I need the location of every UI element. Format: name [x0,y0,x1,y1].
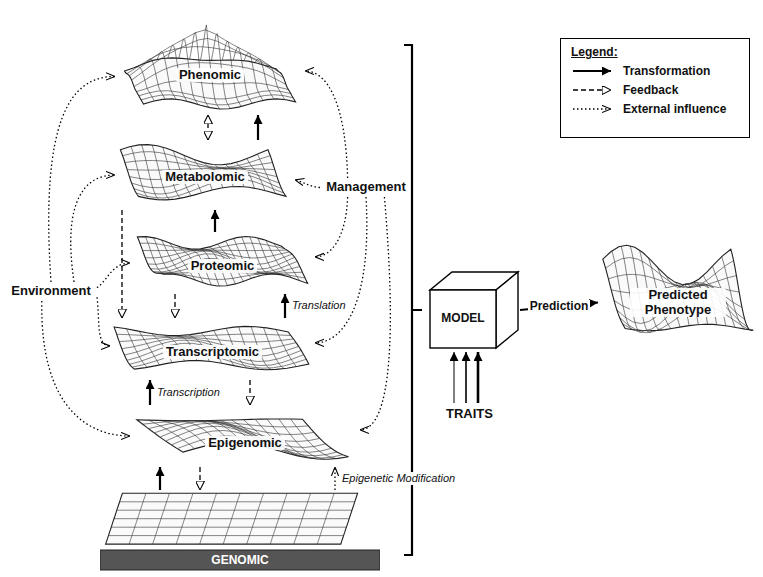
external-influence-arrow [305,71,348,178]
legend-box: Legend: TransformationFeedbackExternal in… [560,38,750,138]
legend-text: External influence [623,102,726,116]
genomic-bar [100,550,380,570]
edge-label: Epigenetic Modification [340,472,457,485]
node-text-holder: GENOMIC [100,490,380,572]
legend-row: Feedback [571,83,739,97]
surface-grid [606,246,751,333]
external-influence-arrow [315,197,367,343]
node-text-holder: Environment [5,282,97,301]
edge-label: Translation [290,299,348,312]
feedback-arrow [174,294,175,318]
external-influence-arrow [334,467,335,490]
edge-label: Prediction [528,300,591,313]
surface-outline [120,145,286,200]
surface-grid [140,237,305,287]
legend-row: External influence [571,102,739,116]
feedback-arrow [121,210,122,318]
metabolomic-layer: Metabolomic [115,140,295,210]
node-label: Transcriptomic [163,345,262,360]
transformation-arrow [257,115,259,140]
transcriptomic-layer: Transcriptomic [110,318,315,380]
genomic-base: GENOMIC [100,490,380,572]
management-label: Management [320,178,412,197]
node-text-holder: MODEL [428,270,520,350]
legend-text: Transformation [623,64,710,78]
surface-grid [127,25,293,109]
node-label: Predicted Phenotype [630,288,726,318]
model-cube: MODEL [428,270,520,350]
epigenomic-layer: Epigenomic [130,405,360,467]
node-label: Management [323,180,408,195]
feedback-arrow [249,380,250,405]
traits-label: TRAITS [440,405,499,424]
legend-row: Transformation [571,64,739,78]
external-influence-arrow [97,263,130,288]
legend-sample [571,65,615,77]
node-text-holder: Transcriptomic [110,318,315,380]
surface-outline [106,493,358,544]
legend-sample [571,103,615,115]
node-shape [115,5,305,115]
node-text-holder: Metabolomic [115,140,295,210]
surface-outline [114,326,309,369]
legend-text: Feedback [623,83,678,97]
proteomic-layer: Proteomic [130,232,315,294]
external-influence-arrow [295,180,320,188]
feedback-arrow [207,115,208,140]
transformation-arrow [454,352,478,403]
node-label: Proteomic [188,259,258,274]
surface-grid [123,145,284,200]
legend-title: Legend: [571,45,739,59]
surface-grid [108,493,354,544]
edge-label: Transcription [155,386,222,399]
surface-outline [137,419,349,459]
node-text-holder: Proteomic [130,232,315,294]
node-label: Phenomic [176,68,244,83]
transformation-arrow [159,467,161,490]
transformation-arrow [149,380,151,405]
surface-grid [143,419,343,459]
transformation-arrow [214,210,216,232]
external-influence-arrow [71,175,115,282]
phenomic-layer: Phenomic [115,5,305,115]
node-label: Environment [8,284,93,299]
node-text-holder: TRAITS [440,405,499,424]
node-label: MODEL [438,312,487,326]
surface-outline [137,237,307,287]
node-label: GENOMIC [208,554,271,568]
node-text-holder: Management [320,178,412,197]
predicted-phenotype-surface: Predicted Phenotype [598,240,758,365]
node-text-holder: Epigenomic [130,405,360,467]
node-text-holder: Predicted Phenotype [598,240,758,365]
external-influence-arrow [360,197,390,430]
node-label: TRAITS [443,407,496,422]
external-influence-arrow [315,197,348,257]
node-label: Epigenomic [205,436,285,451]
node-label: Metabolomic [162,170,247,185]
environment-label: Environment [5,282,97,301]
transformation-arrow [284,294,286,318]
surface-grid [117,327,307,370]
node-text-holder: Phenomic [115,5,305,115]
legend-sample [571,84,615,96]
external-influence-arrow [49,76,115,282]
node-shape [428,270,520,350]
external-influence-arrow [42,301,130,436]
external-influence-arrow [97,297,110,346]
feedback-arrow [199,467,200,490]
